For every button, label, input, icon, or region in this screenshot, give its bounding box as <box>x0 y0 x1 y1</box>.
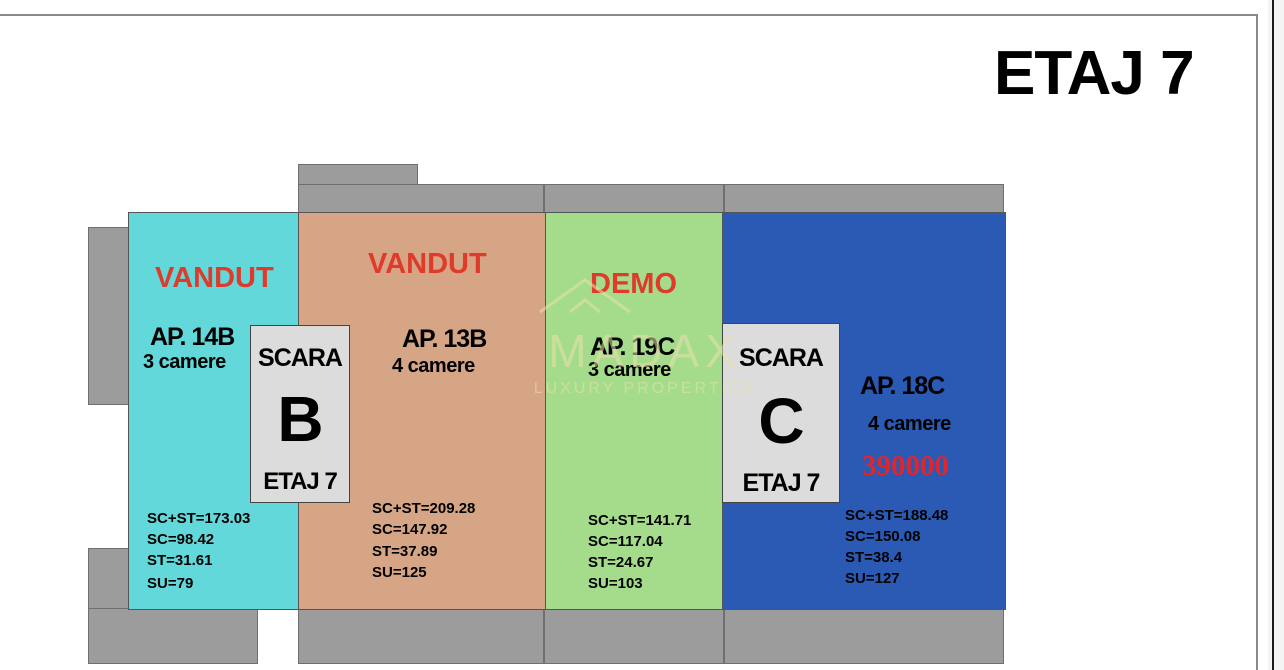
left-balcony-top <box>88 227 130 405</box>
apartment-name: AP. 18C <box>860 372 945 400</box>
top-block-13b <box>298 184 544 214</box>
stair-label: SCARA <box>739 344 824 372</box>
frame-right-border <box>1256 14 1258 670</box>
stat-st: ST=38.4 <box>845 549 903 566</box>
bottom-block-19c <box>544 608 724 664</box>
stat-sc: SC=150.08 <box>845 528 921 545</box>
stat-su: SU=103 <box>588 575 643 592</box>
stair-c[interactable]: SCARA C ETAJ 7 <box>722 323 840 503</box>
stat-sc: SC=117.04 <box>588 533 663 550</box>
stat-su: SU=127 <box>845 570 900 587</box>
status-badge: DEMO <box>590 268 677 300</box>
apartment-name: AP. 19C <box>590 333 675 361</box>
stair-letter: C <box>758 385 804 457</box>
apartment-name: AP. 13B <box>402 325 487 353</box>
apartment-rooms: 3 camere <box>143 351 226 373</box>
stat-sc-st: SC+ST=141.71 <box>588 512 692 529</box>
bottom-block-13b <box>298 608 544 664</box>
apartment-name: AP. 14B <box>150 323 235 351</box>
stair-letter: B <box>277 383 323 455</box>
stair-label: SCARA <box>258 344 343 372</box>
bottom-block-18c <box>724 608 1004 664</box>
frame-top-border <box>0 14 1258 16</box>
stat-st: ST=37.89 <box>372 543 438 560</box>
stat-sc-st: SC+ST=173.03 <box>147 510 251 527</box>
page-title: ETAJ 7 <box>994 39 1195 108</box>
stat-st: ST=24.67 <box>588 554 654 571</box>
status-badge: VANDUT <box>155 262 274 294</box>
stair-b[interactable]: SCARA B ETAJ 7 <box>250 325 350 503</box>
stat-sc-st: SC+ST=209.28 <box>372 500 476 517</box>
frame-right-strip <box>1268 0 1284 670</box>
stat-sc-st: SC+ST=188.48 <box>845 507 949 524</box>
apartment-rooms: 4 camere <box>868 413 951 435</box>
apartment-rooms: 4 camere <box>392 355 475 377</box>
top-block-18c <box>724 184 1004 214</box>
stat-sc: SC=98.42 <box>147 531 215 548</box>
stair-floor: ETAJ 7 <box>263 468 338 495</box>
stat-su: SU=79 <box>147 575 194 592</box>
stat-st: ST=31.61 <box>147 552 213 569</box>
stat-sc: SC=147.92 <box>372 521 448 538</box>
status-badge: VANDUT <box>368 248 487 280</box>
apartment-rooms: 3 camere <box>588 359 671 381</box>
stair-floor: ETAJ 7 <box>742 469 821 497</box>
top-block-19c <box>544 184 724 214</box>
bottom-block-14b <box>88 608 258 664</box>
stat-su: SU=125 <box>372 564 427 581</box>
price-label: 390000 <box>862 450 949 482</box>
